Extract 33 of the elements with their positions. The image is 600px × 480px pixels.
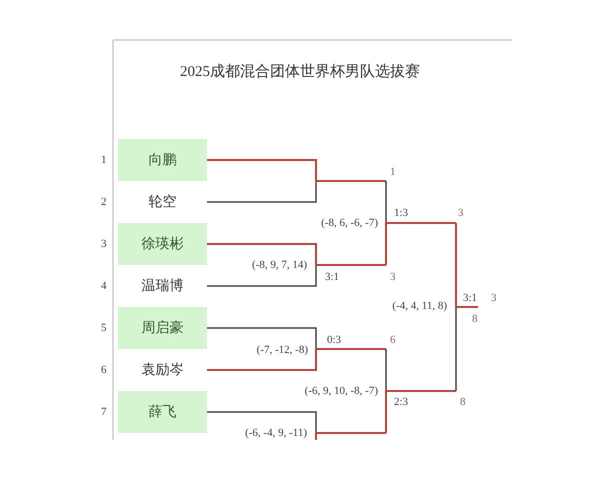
player-name: 温瑞博 (118, 265, 207, 307)
seed-number: 4 (101, 279, 106, 293)
round-number: 3 (491, 291, 496, 305)
title: 2025成都混合团体世界杯男队选拔赛 (179, 62, 421, 81)
player-box: 薛飞 (118, 391, 207, 433)
player-name: 轮空 (118, 181, 207, 223)
match-score: 0:3 (327, 333, 342, 347)
player-box: 向鹏 (118, 139, 207, 181)
seed-number: 1 (101, 153, 106, 167)
player-name: 袁励岑 (118, 349, 207, 391)
game-scores: (-7, -12, -8) (256, 343, 308, 357)
game-scores: (-8, 9, 7, 14) (252, 258, 307, 272)
game-scores: (-8, 6, -6, -7) (321, 216, 378, 230)
game-scores: (-6, -4, 9, -11) (245, 426, 307, 440)
match-score: 2:3 (394, 395, 408, 409)
round-number: 8 (460, 395, 466, 409)
game-scores: (-4, 4, 11, 8) (392, 299, 447, 313)
round-number: 6 (390, 333, 396, 347)
seed-number: 5 (101, 321, 106, 335)
match-score: 3:1 (463, 291, 478, 305)
round-number: 1 (390, 165, 396, 179)
match-score: 1:3 (394, 206, 408, 220)
round-number: 3 (458, 206, 464, 220)
round-number: 3 (390, 270, 396, 284)
seed-number: 7 (101, 405, 106, 419)
seed-number: 3 (101, 237, 106, 251)
player-box: 徐瑛彬 (118, 223, 207, 265)
seed-number: 2 (101, 195, 106, 209)
game-scores: (-6, 9, 10, -8, -7) (304, 384, 378, 398)
seed-number: 6 (101, 363, 106, 377)
match-score: 3:1 (325, 270, 340, 284)
player-box: 周启豪 (118, 307, 207, 349)
round-number: 8 (472, 312, 478, 326)
